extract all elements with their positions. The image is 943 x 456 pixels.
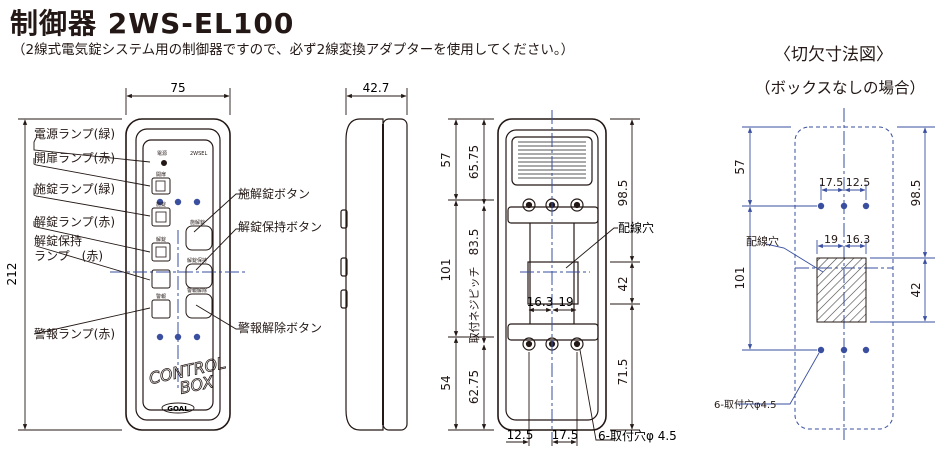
front-panel bbox=[151, 160, 213, 414]
back-d57: 57 bbox=[439, 152, 453, 167]
back-centerlines bbox=[520, 110, 590, 440]
back-d83-5: 83.5 bbox=[467, 229, 481, 256]
page-title: 制御器 2WS-EL100 bbox=[10, 7, 295, 40]
panel-alarm-label: 警報 bbox=[156, 293, 166, 300]
back-d12-5: 12.5 bbox=[507, 428, 534, 442]
callout-alarm-button: 警報解除ボタン bbox=[238, 320, 322, 335]
back-d71-5: 71.5 bbox=[616, 359, 630, 386]
back-d19: 19 bbox=[558, 295, 573, 309]
back-mount-holes-label: 6-取付穴φ 4.5 bbox=[598, 428, 677, 443]
back-wire-hole-label: 配線穴 bbox=[618, 220, 654, 235]
back-d62-75: 62.75 bbox=[467, 370, 481, 404]
lockunlock-button[interactable] bbox=[185, 225, 213, 251]
panel-alarm-reset-label: 警報解除 bbox=[187, 287, 207, 294]
callout-power: 電源ランプ(緑) bbox=[34, 126, 115, 141]
back-d42: 42 bbox=[616, 276, 630, 291]
panel-brand: GOAL bbox=[167, 405, 189, 413]
cutout-wire-hole-label: 配線穴 bbox=[746, 234, 779, 248]
back-d17-5: 17.5 bbox=[552, 428, 579, 442]
alarm-lamp bbox=[151, 299, 171, 319]
callout-leaders bbox=[33, 137, 244, 335]
back-d54: 54 bbox=[439, 375, 453, 390]
front-centerlines bbox=[110, 230, 246, 390]
cutout-d16-3: 16.3 bbox=[846, 233, 871, 246]
callout-lock-button: 施解錠ボタン bbox=[238, 186, 310, 201]
front-mount-holes bbox=[156, 198, 201, 341]
cutout-d98-5: 98.5 bbox=[909, 180, 923, 207]
front-height-label: 212 bbox=[5, 263, 19, 286]
front-view bbox=[125, 118, 231, 431]
unlock-lamp bbox=[151, 242, 171, 262]
alarm-reset-button[interactable] bbox=[185, 293, 213, 319]
cutout-mount-holes-label: 6-取付穴φ4.5 bbox=[714, 398, 776, 411]
front-width-label: 75 bbox=[170, 81, 185, 95]
hold-lamp bbox=[151, 269, 171, 289]
callout-hold-a: 解錠保持 bbox=[34, 233, 82, 248]
callout-open: 開扉ランプ(赤) bbox=[34, 151, 115, 165]
lock-lamp bbox=[151, 207, 171, 227]
panel-hold-label: 解錠保持 bbox=[187, 257, 207, 264]
back-d101: 101 bbox=[439, 259, 453, 282]
cutout-wire-hole bbox=[816, 257, 867, 323]
callout-hold-button: 解錠保持ボタン bbox=[238, 219, 322, 234]
back-d16-3: 16.3 bbox=[527, 295, 554, 309]
panel-unlock-label: 解錠 bbox=[156, 236, 166, 243]
back-bottom-dims bbox=[506, 352, 578, 446]
back-pitch-label: 取付ネジピッチ bbox=[468, 267, 481, 344]
back-leaders bbox=[565, 227, 618, 441]
back-right-dims bbox=[610, 118, 640, 431]
cutout-d57: 57 bbox=[733, 159, 747, 174]
front-width-dim bbox=[125, 88, 231, 115]
back-d98-5: 98.5 bbox=[616, 180, 630, 207]
side-depth-label: 42.7 bbox=[363, 81, 390, 95]
side-view bbox=[340, 118, 408, 431]
panel-brand-small: 2WSEL bbox=[190, 151, 207, 157]
side-depth-dim bbox=[345, 88, 408, 115]
cutout-d17-5: 17.5 bbox=[819, 176, 844, 189]
page-subtitle: （2線式電気錠システム用の制御器ですので、必ず2線変換アダプターを使用してくださ… bbox=[12, 42, 575, 58]
callout-lock: 施錠ランプ(緑) bbox=[34, 181, 115, 196]
callout-unlock: 解錠ランプ(赤) bbox=[34, 214, 115, 229]
callout-alarm: 警報ランプ(赤) bbox=[34, 326, 115, 341]
cutout-dims bbox=[742, 126, 935, 351]
back-d65-75: 65.75 bbox=[467, 145, 481, 179]
open-lamp bbox=[151, 177, 171, 195]
cutout-d42: 42 bbox=[909, 282, 923, 297]
cutout-title: 〈切欠寸法図〉 bbox=[774, 45, 893, 65]
panel-lockunlock-label: 施解錠 bbox=[190, 219, 205, 226]
panel-lock-label: 施錠 bbox=[156, 201, 166, 208]
cutout-d12-5: 12.5 bbox=[846, 176, 871, 189]
callout-hold-b: ランプ (赤) bbox=[34, 249, 103, 263]
power-lamp bbox=[161, 160, 167, 166]
cutout-leaders bbox=[736, 243, 824, 405]
cutout-subtitle: （ボックスなしの場合） bbox=[755, 79, 926, 97]
panel-power-label: 電源 bbox=[157, 150, 167, 157]
back-left-dims bbox=[448, 118, 494, 431]
cutout-d101: 101 bbox=[733, 267, 747, 290]
panel-open-label: 開扉 bbox=[156, 171, 166, 178]
front-height-dim bbox=[18, 118, 122, 431]
cutout-mount-holes bbox=[817, 202, 870, 354]
hold-button[interactable] bbox=[185, 263, 213, 289]
cutout-d19: 19 bbox=[824, 233, 838, 246]
